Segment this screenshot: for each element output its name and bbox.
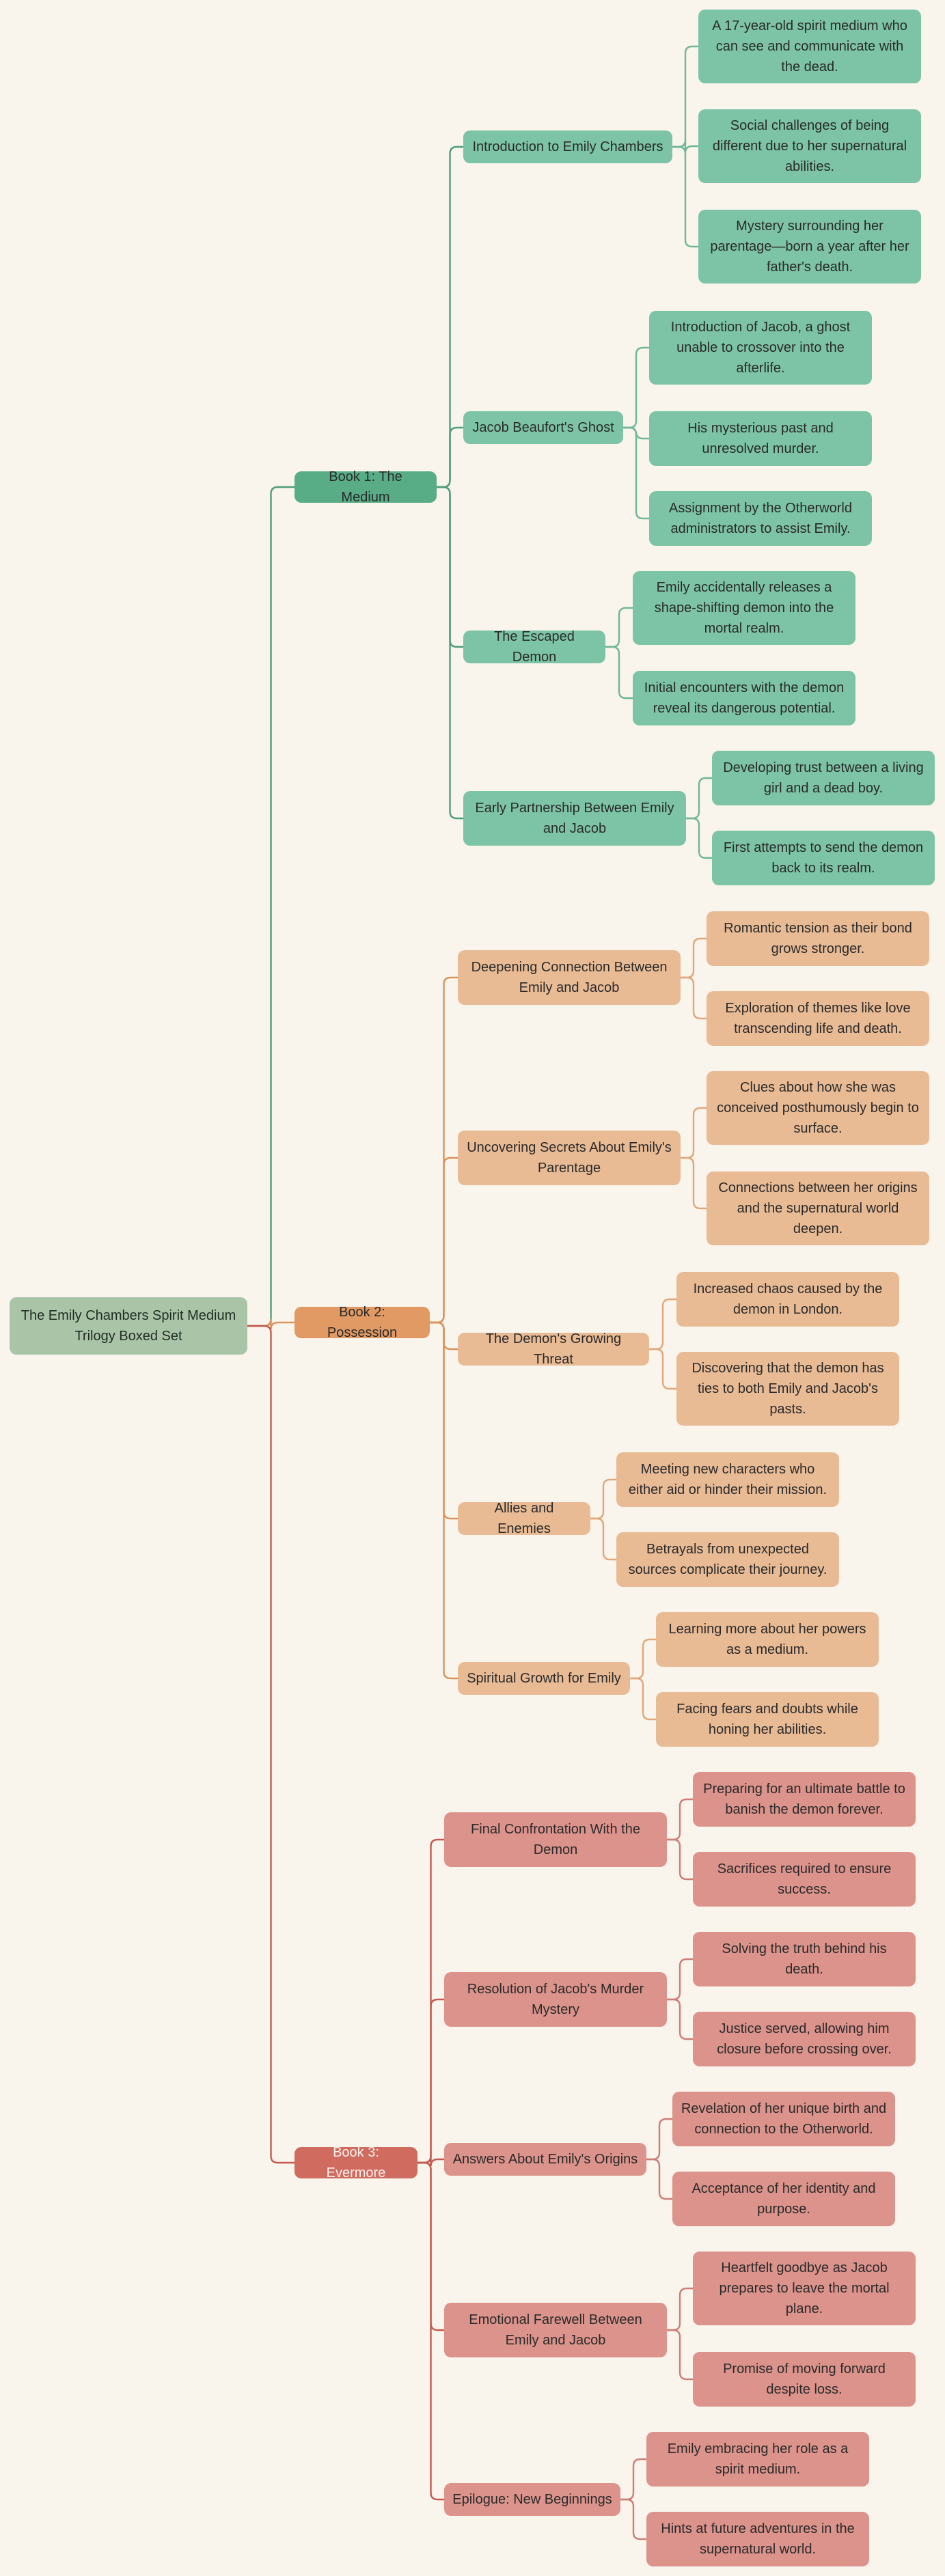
book-1-topic-2: Jacob Beaufort's Ghost xyxy=(463,411,623,444)
edge-book-2-topic-2 xyxy=(430,1157,458,1324)
book-1-topic-4-detail-1: Developing trust between a living girl a… xyxy=(712,751,935,805)
edge-book-3-topic-5 xyxy=(417,2161,444,2501)
book-1-node: Book 1: The Medium xyxy=(295,469,437,505)
book-3-topic-2: Resolution of Jacob's Murder Mystery xyxy=(444,1972,667,2027)
book-3-topic-3: Answers About Emily's Origins xyxy=(444,2143,646,2176)
book-2-topic-5-detail-1: Learning more about her powers as a medi… xyxy=(656,1612,879,1667)
edge-book-3-topic-2 xyxy=(417,1998,444,2164)
book-2-topic-3-detail-1: Increased chaos caused by the demon in L… xyxy=(676,1272,899,1327)
edge-book-3-topic-1-detail-1 xyxy=(667,1798,693,1841)
edge-book-2-topic-1-detail-2 xyxy=(681,976,707,1020)
book-3-topic-1-detail-2: Sacrifices required to ensure success. xyxy=(693,1852,916,1907)
book-1-topic-1-detail-2: Social challenges of being different due… xyxy=(698,109,921,183)
book-3-topic-5-detail-1: Emily embracing her role as a spirit med… xyxy=(646,2432,869,2487)
edge-book-3-topic-3-detail-2 xyxy=(646,2158,672,2200)
edge-book-2-node xyxy=(247,1318,295,1330)
edge-book-2-topic-5-detail-1 xyxy=(630,1638,656,1680)
book-2-topic-1-detail-2: Exploration of themes like love transcen… xyxy=(707,991,929,1046)
edge-book-2-topic-5-detail-2 xyxy=(630,1677,656,1721)
edge-book-2-topic-2-detail-2 xyxy=(681,1157,707,1210)
edge-book-3-topic-4-detail-1 xyxy=(667,2287,693,2331)
book-3-topic-1-detail-1: Preparing for an ultimate battle to bani… xyxy=(693,1772,916,1827)
book-2-topic-3: The Demon's Growing Threat xyxy=(458,1331,649,1367)
book-2-topic-1-detail-1: Romantic tension as their bond grows str… xyxy=(707,911,929,966)
book-3-topic-2-detail-1: Solving the truth behind his death. xyxy=(693,1932,916,1986)
edge-book-3-topic-3-detail-1 xyxy=(646,2118,672,2161)
book-1-topic-4-detail-2: First attempts to send the demon back to… xyxy=(712,831,935,885)
book-1-topic-2-detail-1: Introduction of Jacob, a ghost unable to… xyxy=(649,311,872,385)
book-2-topic-1: Deepening Connection Between Emily and J… xyxy=(458,950,681,1005)
edge-book-3-topic-1-detail-2 xyxy=(667,1838,693,1881)
book-3-topic-3-detail-1: Revelation of her unique birth and conne… xyxy=(672,2092,895,2146)
edge-book-1-topic-3-detail-2 xyxy=(605,646,633,700)
root-node: The Emily Chambers Spirit Medium Trilogy… xyxy=(10,1297,247,1355)
book-2-topic-4: Allies and Enemies xyxy=(458,1501,590,1536)
edge-book-2-topic-4-detail-2 xyxy=(590,1517,616,1561)
book-2-topic-4-detail-2: Betrayals from unexpected sources compli… xyxy=(616,1532,839,1587)
edge-book-1-topic-4-detail-1 xyxy=(686,777,712,820)
book-3-topic-4-detail-2: Promise of moving forward despite loss. xyxy=(693,2352,916,2407)
edge-book-2-topic-1-detail-1 xyxy=(681,937,707,979)
edge-book-1-topic-2-detail-1 xyxy=(623,346,649,429)
book-1-topic-2-detail-3: Assignment by the Otherworld administrat… xyxy=(649,491,872,546)
edge-book-2-topic-2-detail-1 xyxy=(681,1107,707,1159)
edge-book-2-topic-3-detail-2 xyxy=(649,1348,676,1390)
book-1-topic-1-detail-3: Mystery surrounding her parentage—born a… xyxy=(698,210,921,283)
edge-book-2-topic-4-detail-1 xyxy=(590,1478,616,1520)
book-2-topic-5-detail-2: Facing fears and doubts while honing her… xyxy=(656,1692,879,1747)
book-2-topic-4-detail-1: Meeting new characters who either aid or… xyxy=(616,1452,839,1507)
book-2-topic-2-detail-2: Connections between her origins and the … xyxy=(707,1172,929,1245)
edge-book-1-topic-1-detail-1 xyxy=(672,45,698,148)
book-1-topic-2-detail-2: His mysterious past and unresolved murde… xyxy=(649,411,872,466)
edge-book-1-topic-2 xyxy=(437,426,463,488)
book-2-topic-3-detail-2: Discovering that the demon has ties to b… xyxy=(676,1352,899,1426)
book-1-topic-1-detail-1: A 17-year-old spirit medium who can see … xyxy=(698,10,921,83)
edge-book-3-topic-2-detail-2 xyxy=(667,1998,693,2040)
book-3-topic-5: Epilogue: New Beginnings xyxy=(444,2483,620,2516)
edge-book-1-topic-4 xyxy=(437,486,463,820)
book-2-topic-2-detail-1: Clues about how she was conceived posthu… xyxy=(707,1071,929,1145)
book-3-topic-4-detail-1: Heartfelt goodbye as Jacob prepares to l… xyxy=(693,2252,916,2325)
edge-book-1-topic-3-detail-1 xyxy=(605,607,633,648)
edge-book-3-node xyxy=(247,1325,295,2164)
edge-book-1-node xyxy=(247,486,295,1327)
book-3-topic-5-detail-2: Hints at future adventures in the supern… xyxy=(646,2512,869,2566)
edge-book-1-topic-2-detail-3 xyxy=(623,426,649,520)
book-1-topic-4: Early Partnership Between Emily and Jaco… xyxy=(463,791,686,846)
edge-book-3-topic-2-detail-1 xyxy=(667,1958,693,2001)
book-3-topic-1: Final Confrontation With the Demon xyxy=(444,1812,667,1867)
edge-book-3-topic-4-detail-2 xyxy=(667,2329,693,2381)
book-3-topic-2-detail-2: Justice served, allowing him closure bef… xyxy=(693,2012,916,2066)
book-1-topic-1: Introduction to Emily Chambers xyxy=(463,130,672,163)
edge-book-1-topic-4-detail-2 xyxy=(686,817,712,859)
book-1-topic-3-detail-2: Initial encounters with the demon reveal… xyxy=(633,671,855,725)
book-3-topic-4: Emotional Farewell Between Emily and Jac… xyxy=(444,2303,667,2357)
book-2-node: Book 2: Possession xyxy=(295,1305,430,1340)
edge-book-3-topic-5-detail-1 xyxy=(620,2458,646,2501)
book-3-node: Book 3: Evermore xyxy=(295,2145,417,2180)
edge-book-3-topic-3 xyxy=(417,2155,444,2167)
edge-book-2-topic-5 xyxy=(430,1321,458,1680)
book-2-topic-2: Uncovering Secrets About Emily's Parenta… xyxy=(458,1131,681,1185)
edge-book-3-topic-5-detail-2 xyxy=(620,2498,646,2540)
book-2-topic-5: Spiritual Growth for Emily xyxy=(458,1662,630,1695)
edge-book-2-topic-3-detail-1 xyxy=(649,1298,676,1351)
book-3-topic-3-detail-2: Acceptance of her identity and purpose. xyxy=(672,2172,895,2226)
book-1-topic-3: The Escaped Demon xyxy=(463,629,605,665)
book-1-topic-3-detail-1: Emily accidentally releases a shape-shif… xyxy=(633,571,855,645)
edge-book-1-topic-1-detail-3 xyxy=(672,146,698,248)
